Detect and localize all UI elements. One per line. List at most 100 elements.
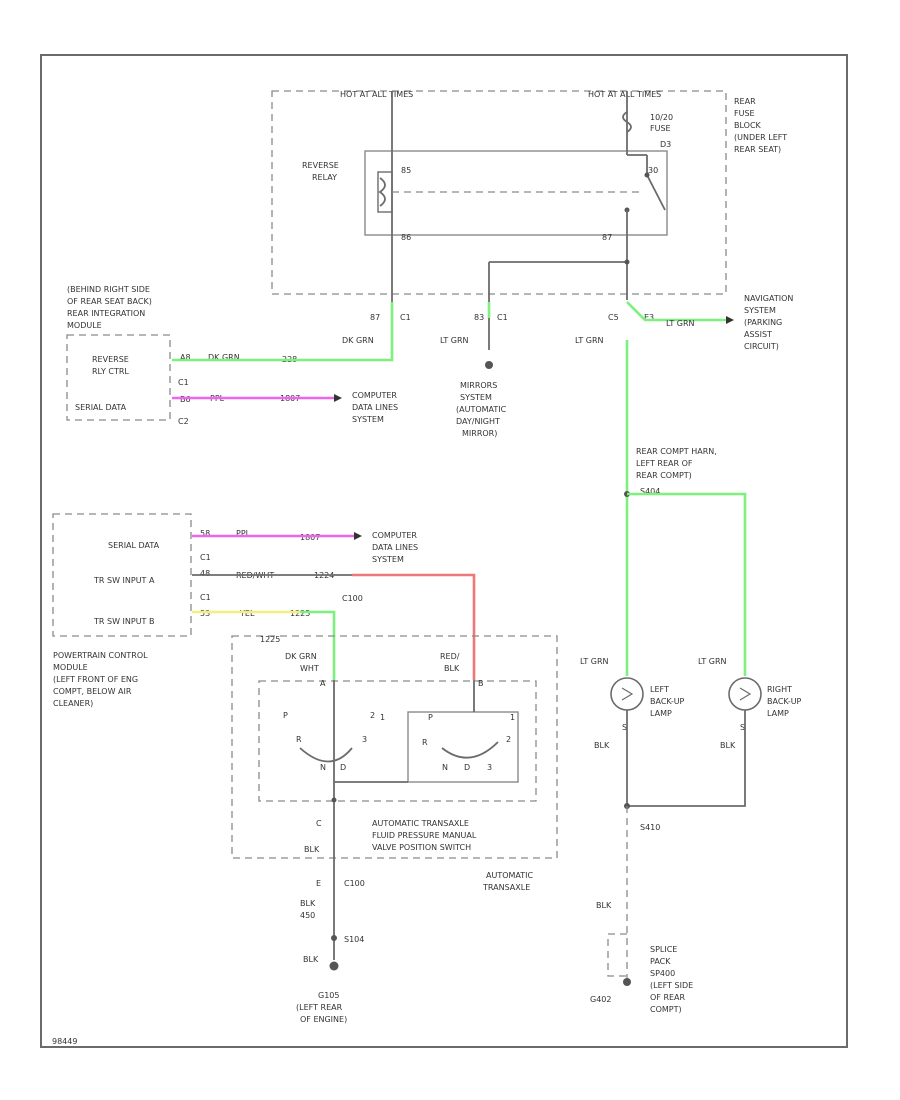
svg-text:HOT AT ALL TIMES: HOT AT ALL TIMES <box>340 90 413 99</box>
svg-text:LT GRN: LT GRN <box>666 319 695 328</box>
svg-text:C: C <box>316 819 322 828</box>
pin-e3: E3 <box>644 313 654 322</box>
svg-text:C1: C1 <box>200 553 211 562</box>
svg-text:BLK: BLK <box>720 741 736 750</box>
svg-text:RIGHT: RIGHT <box>767 685 792 694</box>
svg-text:LT GRN: LT GRN <box>580 657 609 666</box>
mirrors-label: (AUTOMATIC <box>456 405 507 414</box>
svg-text:P: P <box>283 711 288 720</box>
svg-text:C100: C100 <box>344 879 365 888</box>
computer-data-label: COMPUTER <box>352 391 397 400</box>
svg-text:LEFT: LEFT <box>650 685 669 694</box>
transaxle-label: AUTOMATIC <box>486 871 534 880</box>
svg-text:BLK: BLK <box>596 901 612 910</box>
svg-text:1: 1 <box>380 713 385 722</box>
rim-title: MODULE <box>67 321 102 330</box>
svg-text:87: 87 <box>602 233 612 242</box>
svg-text:S: S <box>740 723 745 732</box>
mirrors-label: MIRROR) <box>462 429 497 438</box>
conn-c5: C5 <box>608 313 619 322</box>
svg-text:G402: G402 <box>590 995 611 1004</box>
nav-label: NAVIGATION <box>744 294 793 303</box>
svg-text:D: D <box>340 763 346 772</box>
svg-text:C2: C2 <box>178 417 189 426</box>
computer-data-label: DATA LINES <box>372 543 418 552</box>
nav-label: ASSIST <box>744 330 772 339</box>
nav-label: CIRCUIT) <box>744 342 779 351</box>
svg-text:REVERSE: REVERSE <box>302 161 339 170</box>
svg-text:1225: 1225 <box>260 635 280 644</box>
svg-text:10/20: 10/20 <box>650 113 673 122</box>
svg-text:N: N <box>320 763 326 772</box>
svg-text:RLY CTRL: RLY CTRL <box>92 367 129 376</box>
svg-text:58: 58 <box>200 529 210 538</box>
svg-text:2: 2 <box>506 735 511 744</box>
fuse-block-label: REAR SEAT) <box>734 145 781 154</box>
fuse-block-label: FUSE <box>734 109 755 118</box>
svg-text:30: 30 <box>648 166 658 175</box>
rim-title: (BEHIND RIGHT SIDE <box>67 285 150 294</box>
svg-text:OF REAR: OF REAR <box>650 993 686 1002</box>
mirrors-label: DAY/NIGHT <box>456 417 500 426</box>
svg-text:3: 3 <box>487 763 492 772</box>
conn-c1: C1 <box>400 313 411 322</box>
rear-fuse-block: HOT AT ALL TIMES HOT AT ALL TIMES REVERS… <box>271 90 727 350</box>
splice-s404: S404 <box>640 487 660 496</box>
switch-box <box>258 680 537 802</box>
computer-data-label: COMPUTER <box>372 531 417 540</box>
svg-text:C1: C1 <box>200 593 211 602</box>
svg-text:BLK: BLK <box>300 899 316 908</box>
switch-label: FLUID PRESSURE MANUAL <box>372 831 477 840</box>
svg-text:1225: 1225 <box>290 609 310 618</box>
svg-text:BLK: BLK <box>303 955 319 964</box>
svg-text:(LEFT SIDE: (LEFT SIDE <box>650 981 693 990</box>
splice-s410: S410 <box>640 823 660 832</box>
svg-text:PACK: PACK <box>650 957 671 966</box>
mirrors-label: SYSTEM <box>460 393 492 402</box>
svg-text:SERIAL DATA: SERIAL DATA <box>75 403 127 412</box>
svg-text:A: A <box>320 679 326 688</box>
svg-text:S104: S104 <box>344 935 364 944</box>
pcm-box <box>52 513 192 637</box>
svg-text:450: 450 <box>300 911 315 920</box>
svg-text:R: R <box>296 735 302 744</box>
pin-83: 83 <box>474 313 484 322</box>
left-backup-lamp: LT GRN LEFT BACK-UP LAMP S BLK <box>580 657 685 806</box>
svg-text:DK GRN: DK GRN <box>285 652 317 661</box>
svg-text:3: 3 <box>362 735 367 744</box>
fuse-block-label: (UNDER LEFT <box>734 133 787 142</box>
svg-text:WHT: WHT <box>300 664 319 673</box>
svg-text:D3: D3 <box>660 140 671 149</box>
pcm-title: MODULE <box>53 663 88 672</box>
wire-ltgrn: LT GRN <box>440 336 469 345</box>
svg-text:S: S <box>622 723 627 732</box>
harness-label: LEFT REAR OF <box>636 459 693 468</box>
svg-text:DK GRN: DK GRN <box>208 353 240 362</box>
pcm-title: CLEANER) <box>53 699 93 708</box>
svg-text:N: N <box>442 763 448 772</box>
svg-text:BACK-UP: BACK-UP <box>767 697 802 706</box>
svg-text:P: P <box>428 713 433 722</box>
svg-text:FUSE: FUSE <box>650 124 671 133</box>
ground-g402: BLK SPLICE PACK SP400 (LEFT SIDE OF REAR… <box>590 806 693 1014</box>
svg-text:SERIAL DATA: SERIAL DATA <box>108 541 160 550</box>
svg-text:53: 53 <box>200 609 210 618</box>
pcm-title: POWERTRAIN CONTROL <box>53 651 148 660</box>
ground-g105: E C100 BLK 450 S104 BLK G105 (LEFT REAR … <box>296 879 365 1024</box>
svg-text:BLK: BLK <box>594 741 610 750</box>
rim-title: REAR INTEGRATION <box>67 309 145 318</box>
svg-text:B6: B6 <box>180 395 191 404</box>
svg-text:2: 2 <box>370 711 375 720</box>
svg-text:RED/: RED/ <box>440 652 460 661</box>
c100-label: C100 <box>342 594 363 603</box>
mirrors-label: MIRRORS <box>460 381 497 390</box>
svg-text:PPL: PPL <box>236 529 251 538</box>
svg-text:1807: 1807 <box>300 533 320 542</box>
svg-text:BLK: BLK <box>444 664 460 673</box>
conn-c1: C1 <box>497 313 508 322</box>
footer-id: 98449 <box>52 1037 77 1046</box>
svg-text:RELAY: RELAY <box>312 173 337 182</box>
svg-text:D: D <box>464 763 470 772</box>
svg-text:LT GRN: LT GRN <box>698 657 727 666</box>
